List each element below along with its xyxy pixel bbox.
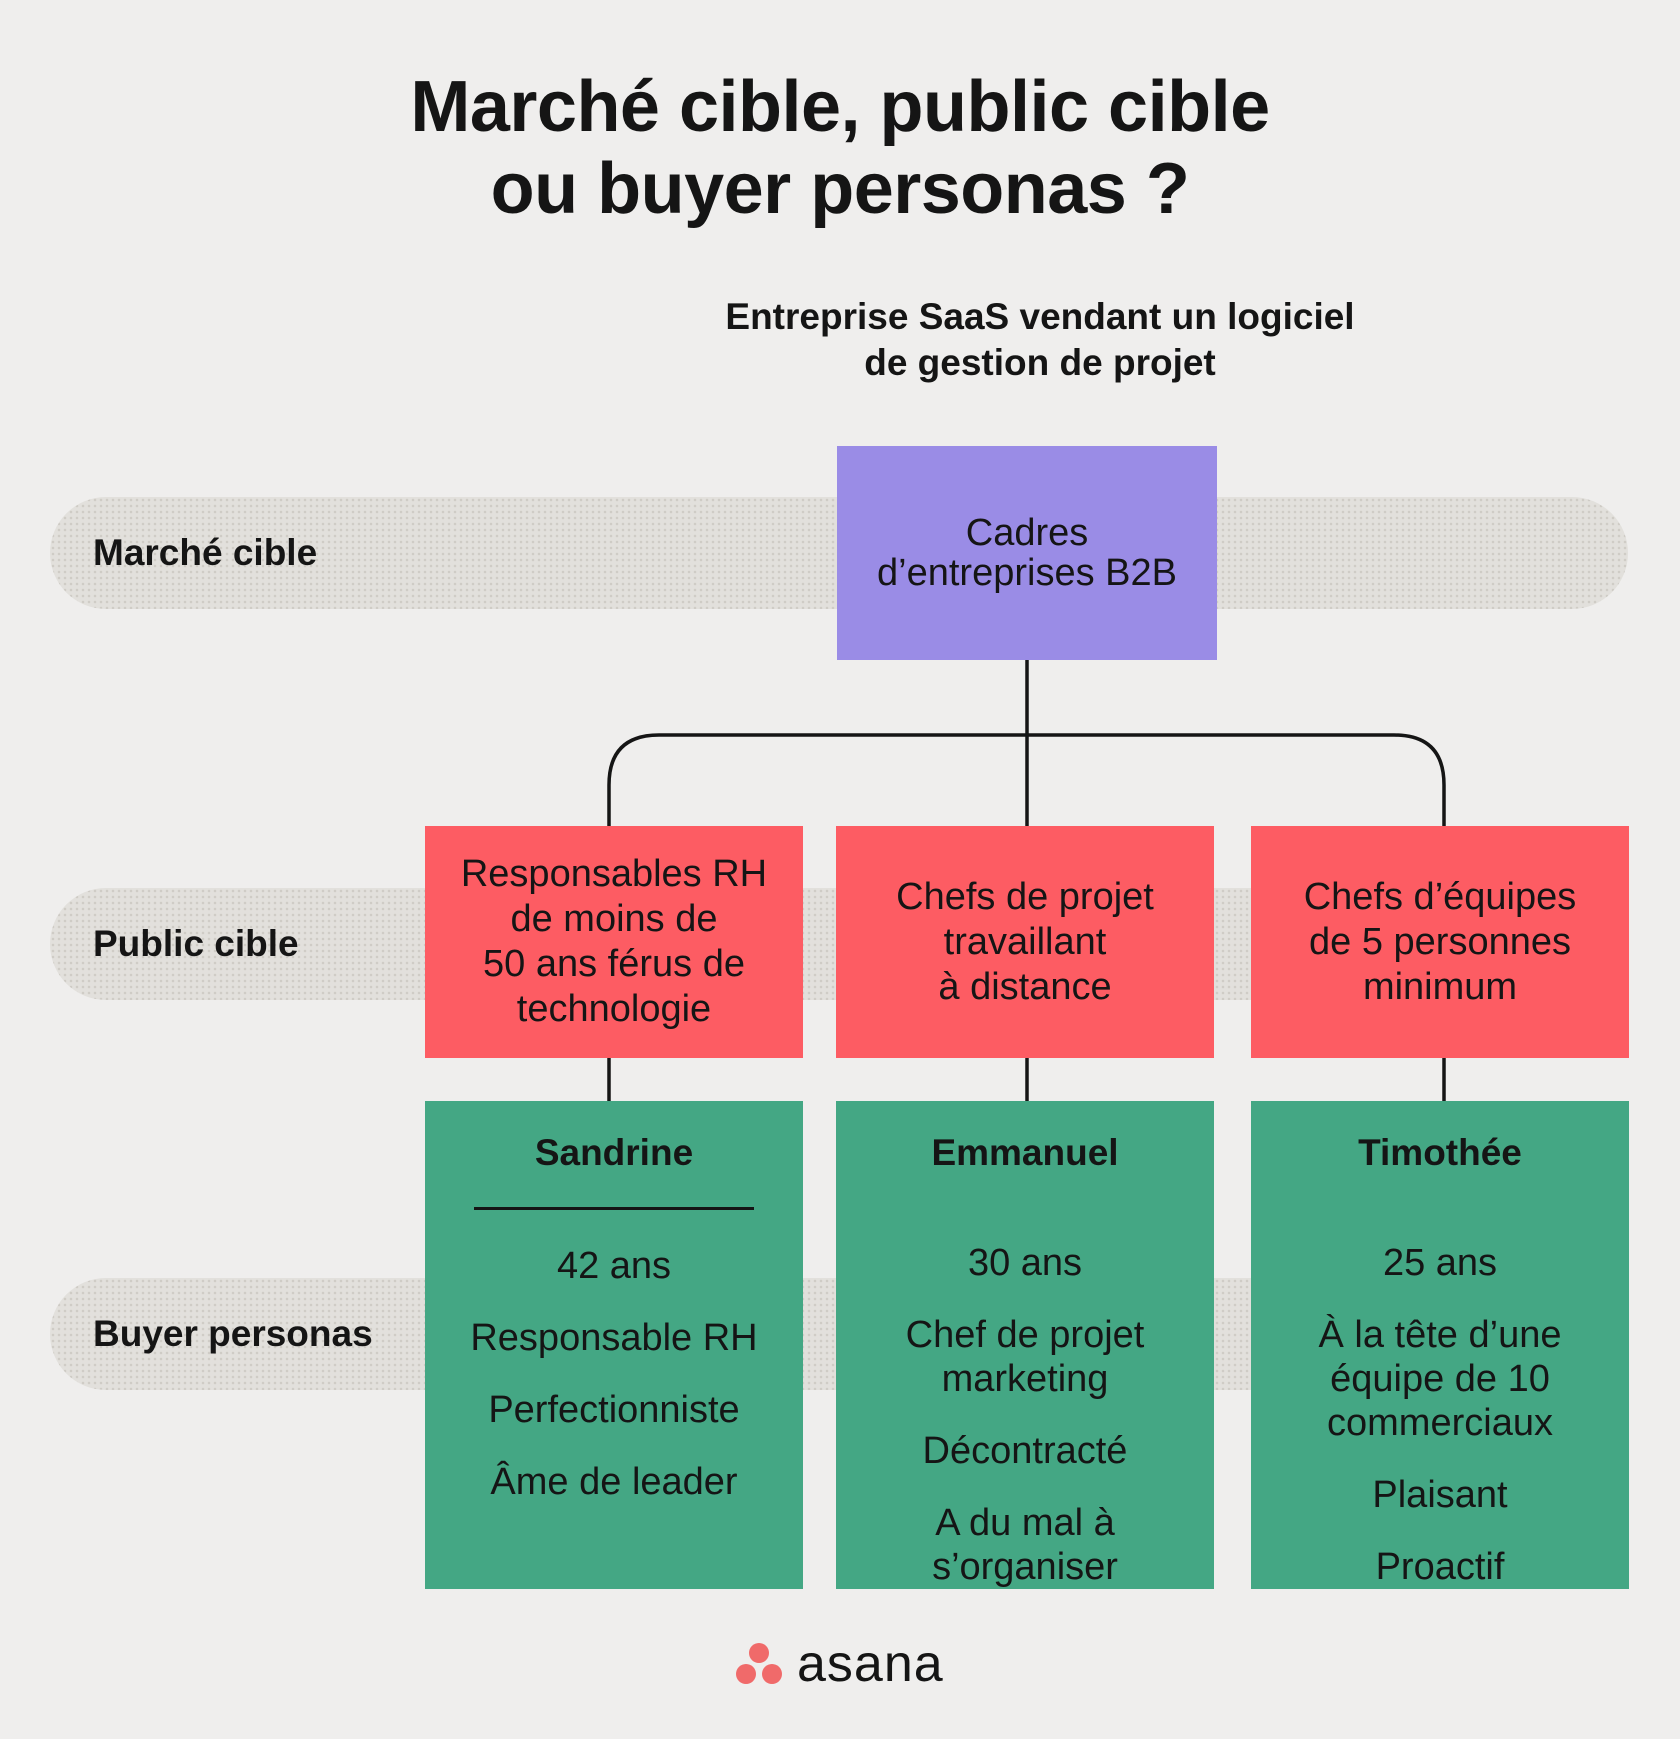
audience-1-line-4: technologie	[516, 988, 712, 1030]
row-label-audience: Public cible	[93, 923, 299, 964]
persona-trait: Responsable RH	[470, 1317, 758, 1359]
persona-trait: A du mal à s’organiser	[932, 1502, 1118, 1588]
persona-trait: Chef de projet marketing	[905, 1314, 1145, 1400]
page-title: Marché cible, public cible ou buyer pers…	[0, 66, 1680, 230]
persona-trait: Décontracté	[922, 1430, 1128, 1472]
subtitle-line-2: de gestion de projet	[864, 342, 1216, 383]
row-label-market: Marché cible	[93, 532, 318, 573]
audience-box-1: Responsables RH de moins de 50 ans férus…	[425, 826, 803, 1058]
audience-3-line-2: de 5 personnes	[1309, 920, 1571, 963]
persona-card-2: Emmanuel 30 ans Chef de projet marketing…	[836, 1101, 1214, 1589]
market-box-line-1: Cadres	[965, 512, 1089, 554]
persona-trait: Perfectionniste	[488, 1389, 740, 1431]
market-box: Cadres d’entreprises B2B	[837, 446, 1217, 660]
persona-card-1: Sandrine 42 ans Responsable RH Perfectio…	[425, 1101, 803, 1589]
logo-wordmark: asana	[797, 1635, 944, 1693]
audience-1-line-2: de moins de	[510, 898, 718, 940]
connector-branch	[607, 733, 1446, 826]
subtitle-line-1: Entreprise SaaS vendant un logiciel	[725, 296, 1355, 337]
asana-logo: asana	[735, 1635, 944, 1693]
persona-card-3: Timothée 25 ans À la tête d’une équipe d…	[1251, 1101, 1629, 1589]
diagram-subtitle: Entreprise SaaS vendant un logiciel de g…	[690, 294, 1390, 386]
persona-trait: 42 ans	[556, 1245, 672, 1287]
persona-trait: Plaisant	[1372, 1474, 1508, 1516]
persona-trait: À la tête d’une équipe de 10 commerciaux	[1318, 1314, 1562, 1444]
audience-2-line-3: à distance	[938, 965, 1112, 1008]
asana-dots-icon	[736, 1643, 782, 1684]
audience-1-line-1: Responsables RH	[460, 853, 768, 895]
persona-name: Sandrine	[534, 1132, 694, 1173]
audience-2-line-2: travaillant	[943, 920, 1107, 963]
audience-1-line-3: 50 ans férus de	[483, 943, 745, 985]
audience-2-line-1: Chefs de projet	[896, 875, 1154, 918]
persona-divider	[474, 1207, 754, 1210]
audience-box-3: Chefs d’équipes de 5 personnes minimum	[1251, 826, 1629, 1058]
audience-box-2: Chefs de projet travaillant à distance	[836, 826, 1214, 1058]
persona-trait: 25 ans	[1382, 1242, 1498, 1284]
persona-name: Emmanuel	[931, 1132, 1119, 1173]
persona-trait: 30 ans	[967, 1242, 1083, 1284]
title-line-1: Marché cible, public cible	[410, 67, 1270, 147]
audience-3-line-3: minimum	[1362, 965, 1518, 1008]
audience-3-line-1: Chefs d’équipes	[1303, 875, 1577, 918]
persona-trait: Proactif	[1375, 1546, 1505, 1588]
persona-trait: Âme de leader	[490, 1461, 738, 1503]
row-label-personas: Buyer personas	[93, 1313, 373, 1354]
title-line-2: ou buyer personas ?	[490, 149, 1190, 229]
persona-name: Timothée	[1358, 1132, 1522, 1173]
market-box-line-2: d’entreprises B2B	[877, 552, 1177, 594]
